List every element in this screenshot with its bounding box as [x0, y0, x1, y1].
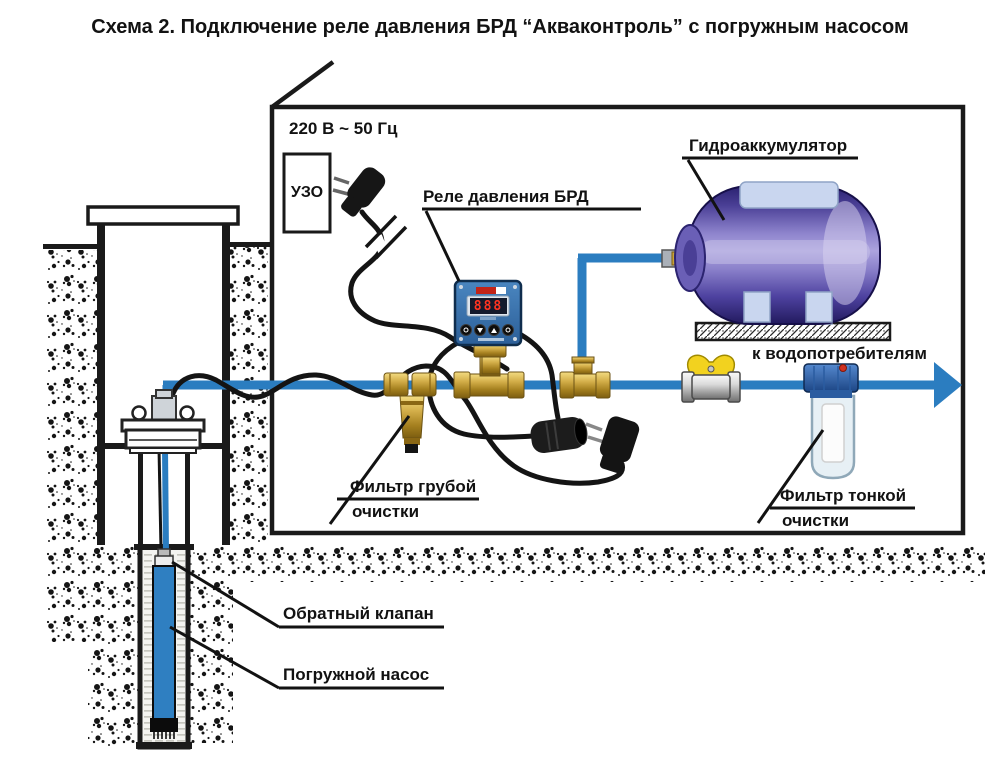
cable-break-icon [364, 214, 408, 260]
relay-label-leader [424, 210, 461, 282]
filter-bleed-button [839, 364, 847, 372]
tank-top-plate [739, 181, 839, 209]
page-title: Схема 2. Подключение реле давления БРД “… [91, 16, 909, 38]
accumulator-tee [559, 356, 611, 399]
label-leaders [169, 156, 915, 690]
relay-display-value: 888 [473, 299, 504, 314]
coarse-filter-leader [328, 415, 411, 525]
pressure-relay-device [453, 279, 523, 375]
fine-filter-label-line2: очистки [782, 511, 850, 530]
submersible-pump-icon [150, 565, 178, 739]
flow-arrow-icon [934, 362, 962, 408]
uzo-plug-icon [332, 167, 386, 217]
consumers-label: к водопотребителям [752, 344, 927, 363]
relay-cable-right [511, 328, 561, 421]
ground-level-line-left [43, 244, 100, 249]
ground-texture [43, 242, 985, 747]
accumulator-label: Гидроаккумулятор [689, 136, 848, 155]
relay-display [470, 298, 507, 314]
uzo-box [282, 152, 332, 234]
relay-logo [476, 287, 496, 294]
check-valve-icon [154, 548, 174, 568]
pump-socket-icon [530, 416, 588, 454]
fine-filter-leader [756, 429, 825, 524]
relay-label: Реле давления БРД [423, 187, 589, 206]
fine-filter-label-line1: Фильтр тонкой [780, 486, 907, 505]
wellhead [120, 389, 206, 454]
relay-cable-left [426, 339, 537, 440]
relay-buttons [460, 324, 514, 336]
tank-base [694, 321, 892, 342]
hydroaccumulator-tank [661, 181, 881, 325]
pit-lid [86, 205, 240, 226]
ball-valve-icon [681, 354, 741, 403]
uzo-label: УЗО [290, 184, 324, 201]
coarse-filter-label-line1: Фильтр грубой [350, 477, 477, 496]
fine-filter-icon [803, 363, 859, 480]
pump-label: Погружной насос [283, 665, 430, 684]
check-valve-leader [171, 560, 280, 629]
check-valve-label: Обратный клапан [283, 604, 434, 623]
coarse-filter-icon [383, 372, 437, 453]
pump-plug-icon [585, 416, 640, 473]
drop-pipe [157, 447, 169, 555]
coarse-filter-label-line2: очистки [352, 502, 420, 521]
power-rating-label: 220 В ~ 50 Гц [289, 119, 398, 138]
ground-level-line-right [229, 242, 271, 247]
accumulator-label-leader [686, 159, 726, 221]
pump-label-leader [169, 625, 280, 690]
